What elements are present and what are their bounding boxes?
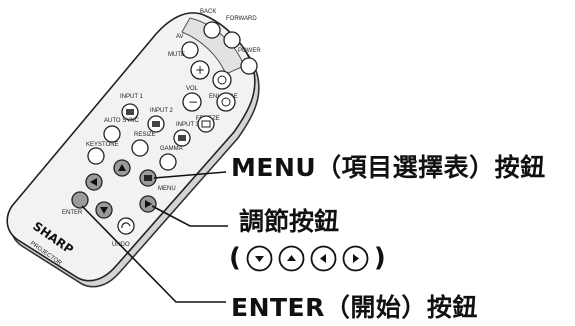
right-triangle-icon (145, 200, 152, 208)
open-paren: ( (229, 243, 241, 273)
enlarge-down-button[interactable] (216, 92, 236, 112)
input3-label: INPUT 3 (176, 122, 200, 128)
down-arrow-key (246, 245, 273, 272)
power-button[interactable] (240, 57, 258, 75)
enter-button[interactable] (71, 191, 89, 209)
enlarge-up-dot (217, 75, 227, 85)
down-triangle-icon (100, 207, 108, 214)
input2-label: INPUT 2 (150, 108, 174, 114)
input1-icon (126, 109, 134, 115)
gamma-label: GAMMA (160, 146, 183, 152)
menu-button-callout: MENU（項目選擇表）按鈕 (231, 153, 546, 182)
av-label: AV (176, 34, 184, 40)
freeze-icon (201, 120, 211, 128)
forward-button[interactable] (223, 31, 241, 49)
power-label: POWER (238, 48, 261, 54)
down-triangle-icon (246, 245, 273, 271)
right-triangle-icon (342, 245, 369, 271)
volume-down-button[interactable] (182, 92, 202, 112)
resize-label: RESIZE (134, 132, 156, 138)
input1-label: INPUT 1 (120, 94, 144, 100)
back-label: BACK (200, 9, 216, 15)
up-arrow-key (278, 245, 305, 272)
menu-leader (153, 171, 227, 179)
enlarge-down-dot (221, 97, 231, 107)
adjust-leader (151, 205, 228, 227)
menu-label: MENU (158, 186, 176, 192)
resize-button[interactable] (131, 139, 149, 157)
freeze-button[interactable] (197, 115, 215, 133)
up-triangle-icon (118, 164, 126, 171)
keystone-button[interactable] (87, 147, 105, 165)
menu-icon (144, 175, 152, 181)
enlarge-up-button[interactable] (212, 70, 232, 90)
left-triangle-icon (310, 245, 337, 271)
enter-button-callout: ENTER（開始）按鈕 (231, 293, 478, 322)
minus-icon: − (188, 95, 198, 109)
undo-icon (121, 222, 131, 229)
av-mute-button[interactable] (181, 41, 199, 59)
keystone-label: KEYSTONE (86, 142, 119, 148)
forward-label: FORWARD (226, 16, 257, 22)
gamma-button[interactable] (159, 153, 177, 171)
up-triangle-icon (278, 245, 305, 271)
arrow-keys-row: ( ) (229, 240, 386, 276)
enter-label: ENTER (62, 210, 83, 216)
enter-leader (81, 205, 226, 303)
input2-icon (152, 121, 160, 127)
input3-icon (178, 135, 186, 141)
plus-icon: + (195, 63, 205, 77)
undo-button[interactable] (117, 217, 135, 235)
back-button[interactable] (203, 21, 221, 39)
adjust-buttons-callout: 調節按鈕 (239, 207, 340, 236)
autosync-button[interactable] (103, 125, 121, 143)
autosync-label: AUTO SYNC (104, 118, 140, 124)
mute-label: MUTE (168, 52, 185, 58)
leader-lines (81, 171, 228, 303)
close-paren: ) (373, 243, 386, 273)
left-arrow-key (310, 245, 337, 272)
volume-label: VOL (186, 86, 199, 92)
remote-control: BACK FORWARD AV MUTE POWER + VOL ENLARGE… (6, 9, 261, 288)
volume-up-button[interactable] (190, 60, 210, 80)
left-triangle-icon (90, 178, 97, 186)
right-arrow-key (342, 245, 369, 272)
